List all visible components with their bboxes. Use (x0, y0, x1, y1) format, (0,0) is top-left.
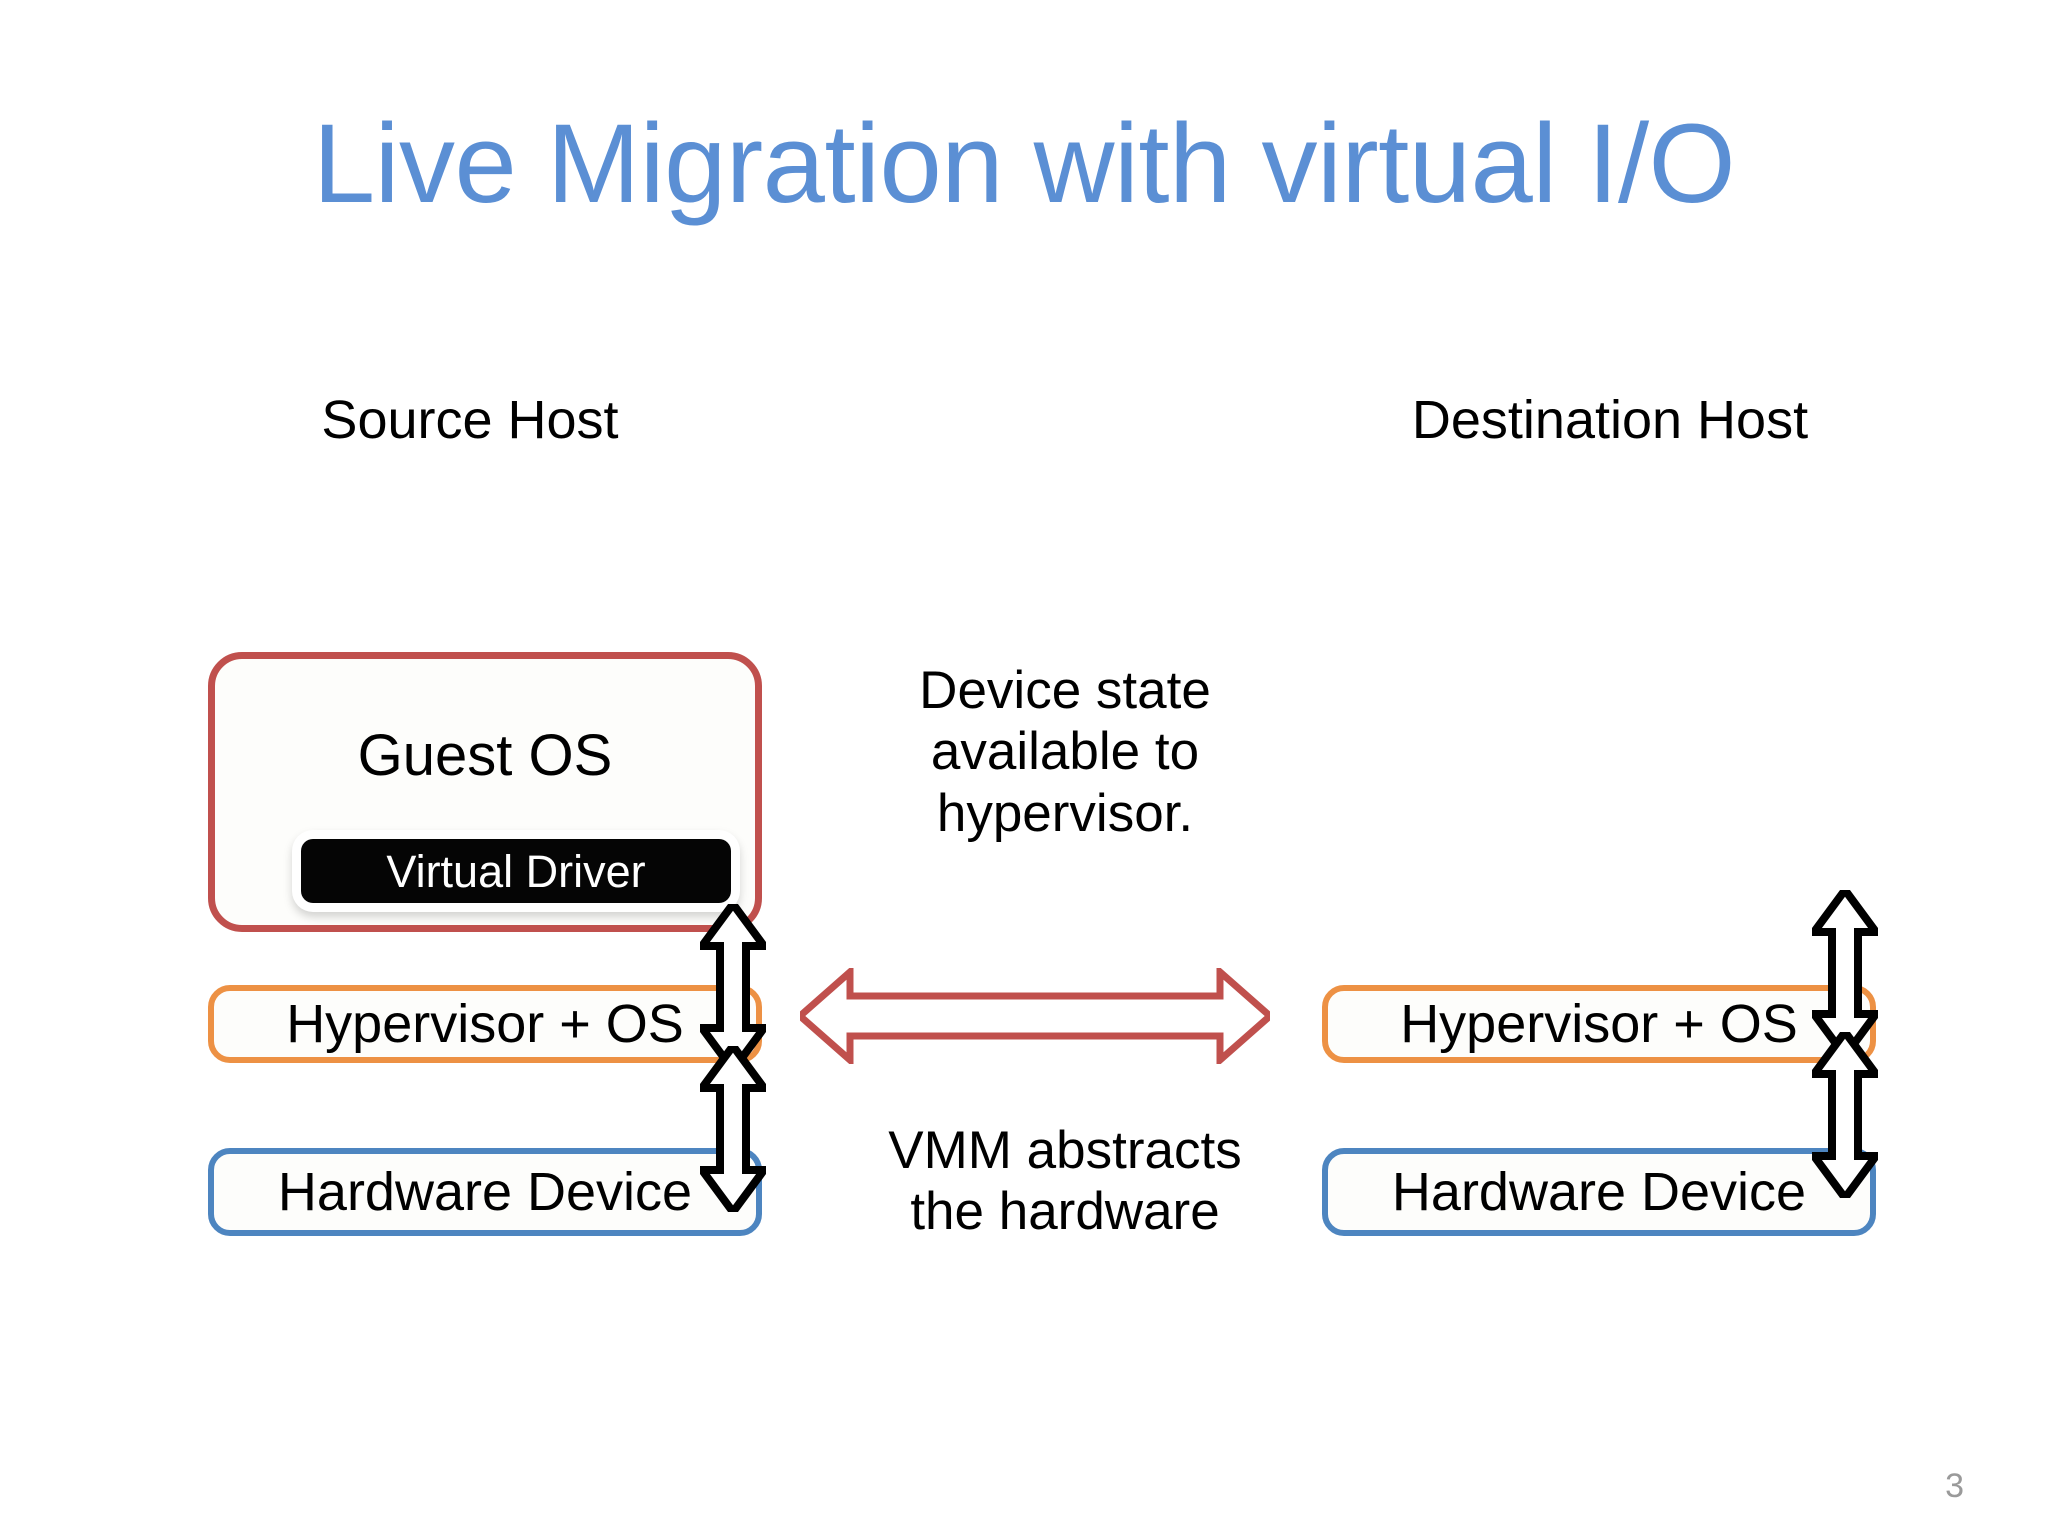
destination-host-heading: Destination Host (1411, 390, 1809, 450)
destination-hypervisor-label: Hypervisor + OS (1400, 994, 1798, 1054)
vmm-abstract-line-1: VMM abstracts (888, 1121, 1242, 1180)
source-hypervisor-box[interactable]: Hypervisor + OS (208, 985, 762, 1063)
destination-hardware-device-box[interactable]: Hardware Device (1322, 1148, 1876, 1236)
source-host-heading: Source Host (321, 390, 619, 450)
guest-os-label: Guest OS (357, 723, 613, 788)
page-title: Live Migration with virtual I/O (312, 101, 1736, 226)
vmm-abstraction-annotation: VMM abstracts the hardware (830, 1120, 1300, 1243)
destination-hypervisor-box[interactable]: Hypervisor + OS (1322, 985, 1876, 1063)
vmm-abstract-line-2: the hardware (910, 1182, 1220, 1242)
source-hardware-device-box[interactable]: Hardware Device (208, 1148, 762, 1236)
device-state-line-2: available to (930, 722, 1200, 782)
device-state-annotation: Device state available to hypervisor. (830, 660, 1300, 844)
destination-hardware-device-label: Hardware Device (1391, 1162, 1807, 1222)
bidirectional-migration-arrow-icon (800, 968, 1270, 1064)
virtual-driver-box[interactable]: Virtual Driver (301, 839, 731, 903)
virtual-driver-label: Virtual Driver (386, 845, 646, 897)
guest-os-box[interactable]: Guest OS Virtual Driver (208, 652, 762, 932)
source-hypervisor-label: Hypervisor + OS (286, 994, 684, 1054)
slide-page-number: 3 (1945, 1467, 1964, 1505)
device-state-line-1: Device state (919, 661, 1211, 720)
device-state-line-3: hypervisor. (936, 783, 1194, 843)
source-hardware-device-label: Hardware Device (277, 1162, 693, 1222)
